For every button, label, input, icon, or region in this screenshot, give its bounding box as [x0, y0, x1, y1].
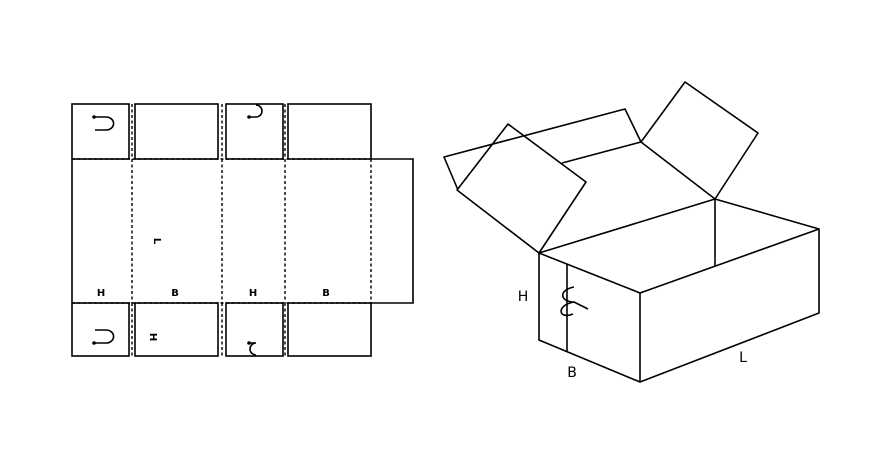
label-h-2: H [249, 288, 257, 299]
top-rim [538, 198, 820, 254]
box-label-length: L [739, 350, 747, 366]
left-flap [456, 123, 587, 254]
side-face [639, 228, 820, 383]
fold-lines [72, 104, 372, 356]
hook-icon [247, 104, 263, 119]
back-flap [443, 108, 642, 191]
bottom-flap-3 [225, 302, 284, 357]
glue-flap [371, 158, 414, 304]
label-b-1: B [171, 288, 179, 299]
top-flap-3 [225, 103, 284, 160]
top-flap-1 [71, 103, 130, 160]
hook-icon [247, 341, 257, 356]
top-flap-4 [287, 103, 372, 160]
handle-icon [560, 286, 589, 317]
label-h-1: H [97, 288, 105, 299]
bottom-flap-2 [134, 302, 219, 357]
front-face [538, 252, 641, 383]
box-label-width: B [567, 365, 577, 381]
box-label-height: H [518, 289, 529, 305]
box-3d-view: H B L [443, 81, 820, 383]
label-b-2: B [322, 288, 330, 299]
hook-icon [92, 115, 115, 131]
flat-dieline: H B H B L H [71, 103, 414, 357]
label-length: L [151, 238, 162, 245]
hook-icon [92, 329, 115, 345]
bottom-flap-4 [287, 302, 372, 357]
right-flap [640, 81, 759, 200]
inner-back-edge [561, 141, 642, 164]
label-flap-height: H [147, 333, 158, 341]
top-flap-2 [134, 103, 219, 160]
